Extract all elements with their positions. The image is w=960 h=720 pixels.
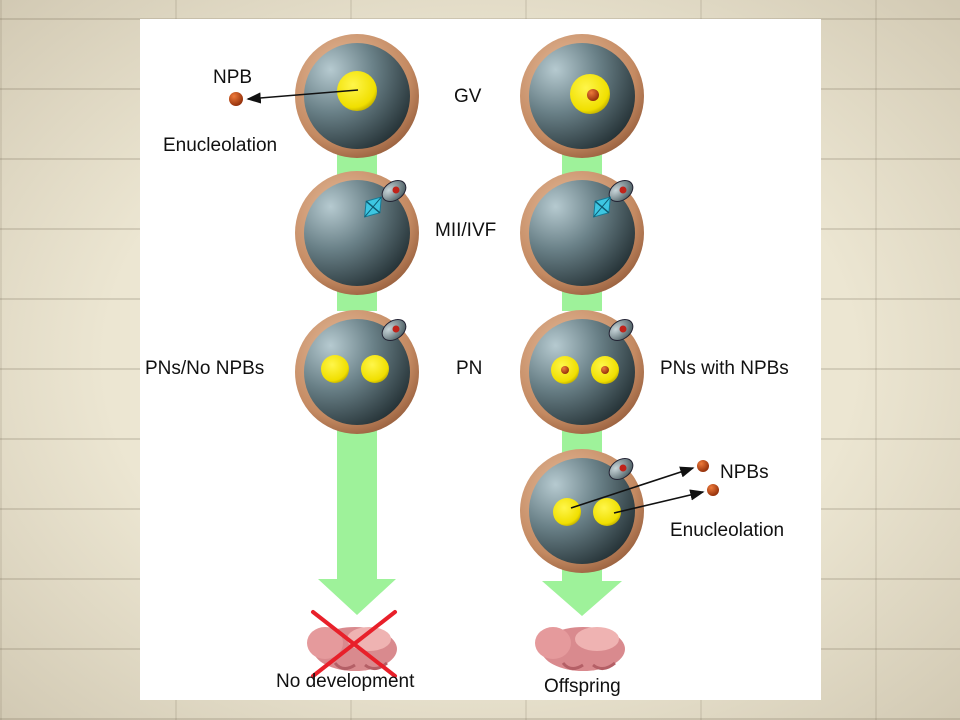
- polar-body-icon: [381, 319, 407, 341]
- right-enucleolated-zygote: [520, 449, 644, 573]
- spindle-icon: [593, 196, 611, 218]
- nucleolus-icon: [587, 89, 599, 101]
- label-npb: NPB: [213, 67, 252, 88]
- label-offspring: Offspring: [544, 676, 621, 697]
- label-mii-ivf: MII/IVF: [435, 220, 496, 241]
- label-gv: GV: [454, 86, 482, 107]
- right-gv-oocyte: [520, 34, 644, 158]
- left-gv-oocyte: [295, 34, 419, 158]
- enucleolation-arrow: [570, 466, 695, 509]
- pronucleus-icon: [321, 355, 349, 383]
- extracted-npb: [697, 460, 709, 472]
- diagram-panel: [140, 19, 821, 700]
- extracted-npb: [707, 484, 719, 496]
- pronucleus-icon: [593, 498, 621, 526]
- polar-body-icon: [381, 180, 407, 202]
- polar-body-icon: [608, 180, 634, 202]
- label-pn: PN: [456, 358, 482, 379]
- extracted-npb: [229, 92, 243, 106]
- nucleus-icon: [337, 71, 377, 111]
- label-enucleolation-top: Enucleolation: [163, 135, 277, 156]
- mouse-pup-icon: [535, 627, 625, 671]
- npb-icon: [601, 366, 609, 374]
- enucleolation-arrow: [613, 489, 705, 514]
- polar-body-icon: [608, 319, 634, 341]
- polar-body-icon: [608, 458, 634, 480]
- right-mii-oocyte: [520, 171, 644, 295]
- label-enucleolation-bottom: Enucleolation: [670, 520, 784, 541]
- label-npbs: NPBs: [720, 462, 769, 483]
- enucleolation-arrow: [246, 89, 359, 104]
- diagram-canvas: NPB Enucleolation GV MII/IVF PNs/No NPBs…: [145, 34, 789, 697]
- label-pns-no-npbs: PNs/No NPBs: [145, 358, 264, 379]
- left-pn-zygote: [295, 310, 419, 434]
- left-development-arrow: [318, 421, 396, 615]
- npb-icon: [561, 366, 569, 374]
- right-development-arrow: [542, 559, 622, 616]
- label-no-development: No development: [276, 671, 415, 692]
- left-mii-oocyte: [295, 171, 419, 295]
- pronucleus-icon: [361, 355, 389, 383]
- spindle-icon: [364, 196, 382, 218]
- pronucleus-icon: [553, 498, 581, 526]
- right-pn-zygote: [520, 310, 644, 434]
- mouse-pup-icon: [307, 627, 397, 671]
- cross-icon: [311, 610, 397, 678]
- label-pns-with-npbs: PNs with NPBs: [660, 358, 789, 379]
